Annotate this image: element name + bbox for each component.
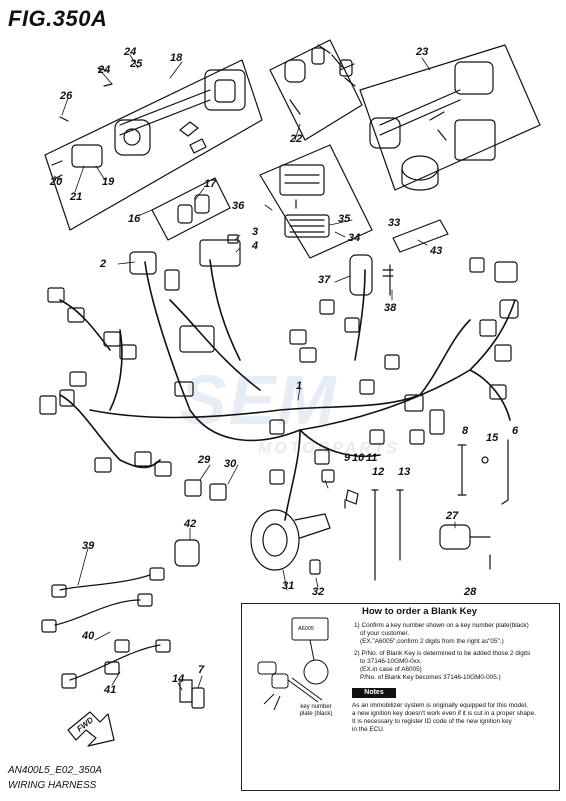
footer-code: AN400L5_E02_350A — [8, 765, 102, 776]
callout-10: 10 — [352, 452, 365, 464]
step-line-3: (EX."A6005",confirm 2 digits from the ri… — [360, 638, 504, 645]
callout-28: 28 — [464, 586, 477, 598]
callout-41: 41 — [104, 684, 117, 696]
callout-23: 23 — [416, 46, 429, 58]
leader-lines — [53, 54, 456, 691]
key-ring-circle — [303, 659, 329, 685]
callout-24b: 24 — [98, 64, 111, 76]
callout-38: 38 — [384, 302, 397, 314]
connectors — [39, 234, 519, 485]
sub-harnesses — [41, 567, 171, 689]
lock-set-panel — [359, 44, 541, 191]
callout-21: 21 — [70, 191, 83, 203]
callout-18: 18 — [170, 52, 183, 64]
callout-24a: 24 — [124, 46, 137, 58]
step-line-4: 2) P/No. of Blank Key is determined to b… — [354, 650, 531, 657]
step-line-5: to 37146-10GM0-0xx. — [360, 658, 422, 665]
callout-3: 3 — [252, 226, 259, 238]
callout-9: 9 — [344, 452, 351, 464]
blank-key-title: How to order a Blank Key — [362, 606, 478, 617]
note-line-1: As an immobilizer system is originally e… — [352, 702, 528, 709]
figure-title: FIG.350A — [8, 6, 108, 31]
callout-32: 32 — [312, 586, 325, 598]
callout-25: 25 — [130, 58, 143, 70]
key-illustration — [257, 617, 329, 711]
key-number-plate-label: key number plate (black) — [299, 704, 333, 717]
callout-15: 15 — [486, 432, 499, 444]
footer-title: WIRING HARNESS — [8, 780, 97, 791]
callout-26: 26 — [60, 90, 73, 102]
callout-34: 34 — [348, 232, 361, 244]
callout-36: 36 — [232, 200, 245, 212]
callout-19: 19 — [102, 176, 115, 188]
relay-panel — [151, 177, 231, 241]
callout-8: 8 — [462, 425, 469, 437]
callout-37: 37 — [318, 274, 331, 286]
callout-20: 20 — [50, 176, 63, 188]
callout-17: 17 — [204, 178, 217, 190]
callout-35: 35 — [338, 213, 351, 225]
blank-key-order-box: How to order a Blank Key A6005 key numbe… — [241, 603, 560, 791]
callout-39: 39 — [82, 540, 95, 552]
callout-4: 4 — [252, 240, 259, 252]
callout-29: 29 — [198, 454, 211, 466]
callout-13: 13 — [398, 466, 411, 478]
notes-header: Notes — [352, 688, 396, 698]
plate-code: A6005 — [298, 626, 314, 632]
note-line-2: a new ignition key doesn't work even if … — [352, 710, 536, 717]
callout-30: 30 — [224, 458, 237, 470]
tape-part — [392, 219, 449, 253]
callout-33: 33 — [388, 217, 401, 229]
callout-14: 14 — [172, 673, 185, 685]
callout-11: 11 — [366, 452, 378, 464]
callout-40: 40 — [82, 630, 95, 642]
key-set-panel — [269, 39, 363, 141]
ignition-switch-panel — [44, 59, 263, 231]
ecu-connector-panel — [259, 144, 373, 259]
step-line-1: 1) Confirm a key number shown on a key n… — [354, 622, 529, 629]
horn — [250, 509, 331, 575]
callout-22: 22 — [290, 133, 303, 145]
callout-2: 2 — [100, 258, 107, 270]
step-line-7: P/No. of Blank Key becomes 37146-10GM0-0… — [360, 674, 501, 681]
callout-43: 43 — [430, 245, 443, 257]
callout-16: 16 — [128, 213, 141, 225]
callout-7: 7 — [198, 664, 205, 676]
fwd-arrow-shape — [67, 711, 115, 747]
callout-27: 27 — [446, 510, 459, 522]
note-line-3: It is necessary to register ID code of t… — [352, 718, 512, 725]
callout-12: 12 — [372, 466, 385, 478]
step-line-2: of your customer. — [360, 630, 410, 637]
callout-31: 31 — [282, 580, 295, 592]
callout-6: 6 — [512, 425, 519, 437]
note-line-4: in the ECU. — [352, 726, 385, 733]
main-harness — [59, 259, 516, 521]
step-line-6: (EX.in case of A6005) — [360, 666, 422, 673]
callout-1: 1 — [296, 380, 303, 392]
callout-42: 42 — [184, 518, 197, 530]
